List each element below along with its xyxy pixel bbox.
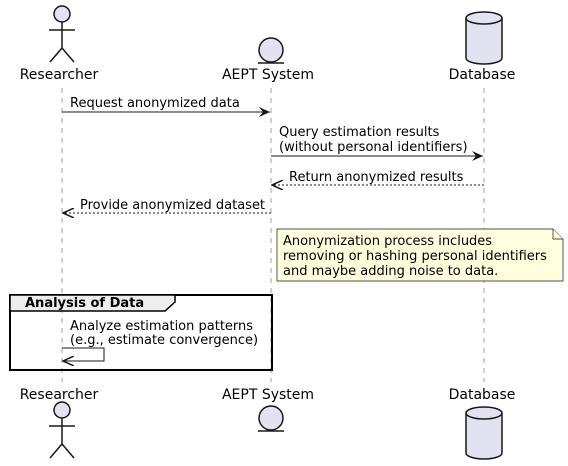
message-label: Request anonymized data <box>70 96 240 111</box>
participant-label: Database <box>449 67 516 83</box>
message-query-estimation-results: Query estimation results (without person… <box>271 125 483 161</box>
database-icon <box>465 11 503 65</box>
note: Anonymization process includes removing … <box>276 228 564 282</box>
message-label-line-1: Analyze estimation patterns <box>70 319 253 334</box>
participant-label: Database <box>449 387 516 403</box>
note-line-2: removing or hashing personal identifiers <box>283 249 547 264</box>
message-label-line-2: (without personal identifiers) <box>279 140 468 155</box>
message-label-line-1: Query estimation results <box>279 125 440 140</box>
message-arrow <box>62 347 105 361</box>
participant-aept-system-bottom: AEPT System <box>222 387 314 432</box>
message-request-anonymized-data: Request anonymized data <box>62 96 270 117</box>
message-label-line-2: (e.g., estimate convergence) <box>70 333 258 348</box>
participant-database-top: Database <box>449 11 516 83</box>
group-label: Analysis of Data <box>25 296 144 311</box>
message-label: Return anonymized results <box>289 170 464 185</box>
participant-label: Researcher <box>20 387 99 403</box>
message-analyze-estimation-patterns: Analyze estimation patterns (e.g., estim… <box>62 319 258 361</box>
database-icon <box>465 406 503 460</box>
participant-label: Researcher <box>20 67 99 83</box>
participant-database-bottom: Database <box>449 387 516 460</box>
participant-label: AEPT System <box>222 67 314 83</box>
message-label: Provide anonymized dataset <box>80 198 265 213</box>
message-provide-anonymized-dataset: Provide anonymized dataset <box>63 198 271 213</box>
participant-researcher-top: Researcher <box>20 5 99 83</box>
note-corner <box>552 229 563 240</box>
group-label-tab <box>9 294 176 312</box>
message-return-anonymized-results: Return anonymized results <box>272 170 484 185</box>
entity-icon <box>258 37 284 64</box>
note-box <box>276 228 564 282</box>
participant-label: AEPT System <box>222 387 314 403</box>
actor-icon <box>49 401 75 459</box>
entity-icon <box>258 405 284 432</box>
participant-aept-system-top: AEPT System <box>222 37 314 83</box>
note-line-1: Anonymization process includes <box>283 234 492 249</box>
participant-researcher-bottom: Researcher <box>20 387 99 459</box>
actor-icon <box>49 5 75 63</box>
group-frame-analysis-of-data: Analysis of Data <box>9 294 273 371</box>
note-line-3: and maybe adding noise to data. <box>283 264 498 279</box>
